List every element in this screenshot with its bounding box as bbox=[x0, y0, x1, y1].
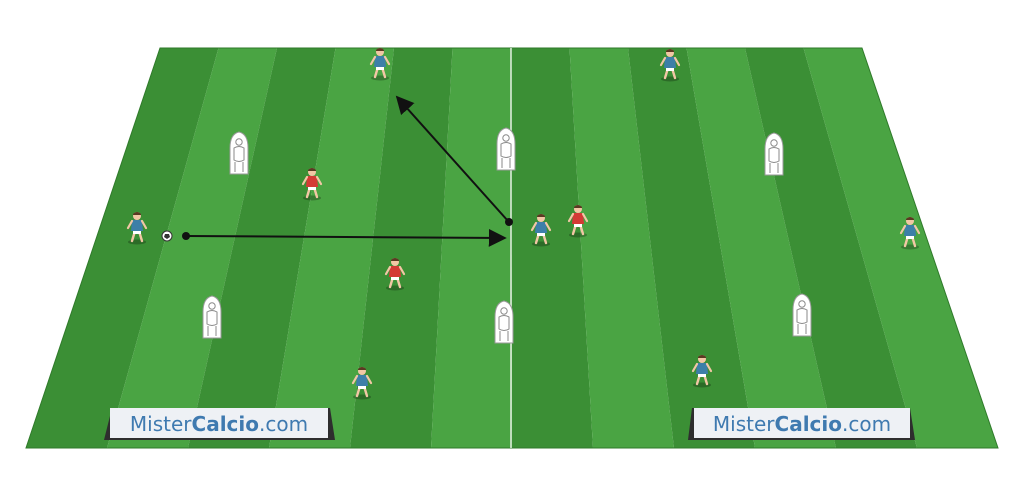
dummy-2 bbox=[496, 127, 516, 171]
player-blue-2 bbox=[659, 49, 681, 82]
pitch-stripe bbox=[803, 48, 998, 448]
banner-left-prefix: Mister bbox=[130, 412, 192, 436]
player-blue-7 bbox=[691, 355, 713, 388]
dummy-3 bbox=[764, 132, 784, 176]
mistercalcio-banner-left: MisterCalcio.com bbox=[104, 408, 335, 440]
pitch-stripe bbox=[745, 48, 917, 448]
soccer-ball-icon bbox=[161, 230, 173, 242]
pitch-stripe bbox=[431, 48, 512, 448]
pitch-stripe bbox=[26, 48, 219, 448]
pitch-stripe bbox=[511, 48, 593, 448]
player-red-3 bbox=[384, 258, 406, 291]
arrow-start-dot-2 bbox=[505, 218, 513, 226]
banner-right-bold: Calcio bbox=[775, 412, 842, 436]
pitch-stripe bbox=[350, 48, 453, 448]
player-red-1 bbox=[301, 168, 323, 201]
pitch-stripe bbox=[628, 48, 755, 448]
players bbox=[126, 48, 921, 400]
dummy-6 bbox=[792, 293, 812, 337]
pitch-stripe bbox=[686, 48, 836, 448]
dummy-5 bbox=[494, 300, 514, 344]
pitch-stripe bbox=[569, 48, 674, 448]
player-blue-1 bbox=[369, 48, 391, 81]
dummy-1 bbox=[229, 131, 249, 175]
player-blue-5 bbox=[899, 217, 921, 250]
player-red-2 bbox=[567, 205, 589, 238]
pitch-outline bbox=[25, 47, 999, 449]
banner-right-prefix: Mister bbox=[713, 412, 775, 436]
player-blue-3 bbox=[126, 212, 148, 245]
mistercalcio-banner-right: MisterCalcio.com bbox=[688, 408, 915, 440]
player-blue-4 bbox=[530, 214, 552, 247]
dummy-4 bbox=[202, 295, 222, 339]
svg-text:MisterCalcio.com: MisterCalcio.com bbox=[130, 412, 308, 436]
banner-left-bold: Calcio bbox=[192, 412, 259, 436]
pass-arrow-2 bbox=[395, 95, 509, 222]
pitch-stripes bbox=[26, 48, 998, 448]
pass-arrows bbox=[182, 95, 513, 247]
arrow-start-dot-1 bbox=[182, 232, 190, 240]
banner-right-suffix: .com bbox=[842, 412, 891, 436]
svg-text:MisterCalcio.com: MisterCalcio.com bbox=[713, 412, 891, 436]
banner-left-suffix: .com bbox=[259, 412, 308, 436]
player-blue-6 bbox=[351, 367, 373, 400]
pass-arrow-1 bbox=[185, 228, 507, 247]
pitch-stripe bbox=[188, 48, 336, 448]
pitch-stripe bbox=[269, 48, 394, 448]
